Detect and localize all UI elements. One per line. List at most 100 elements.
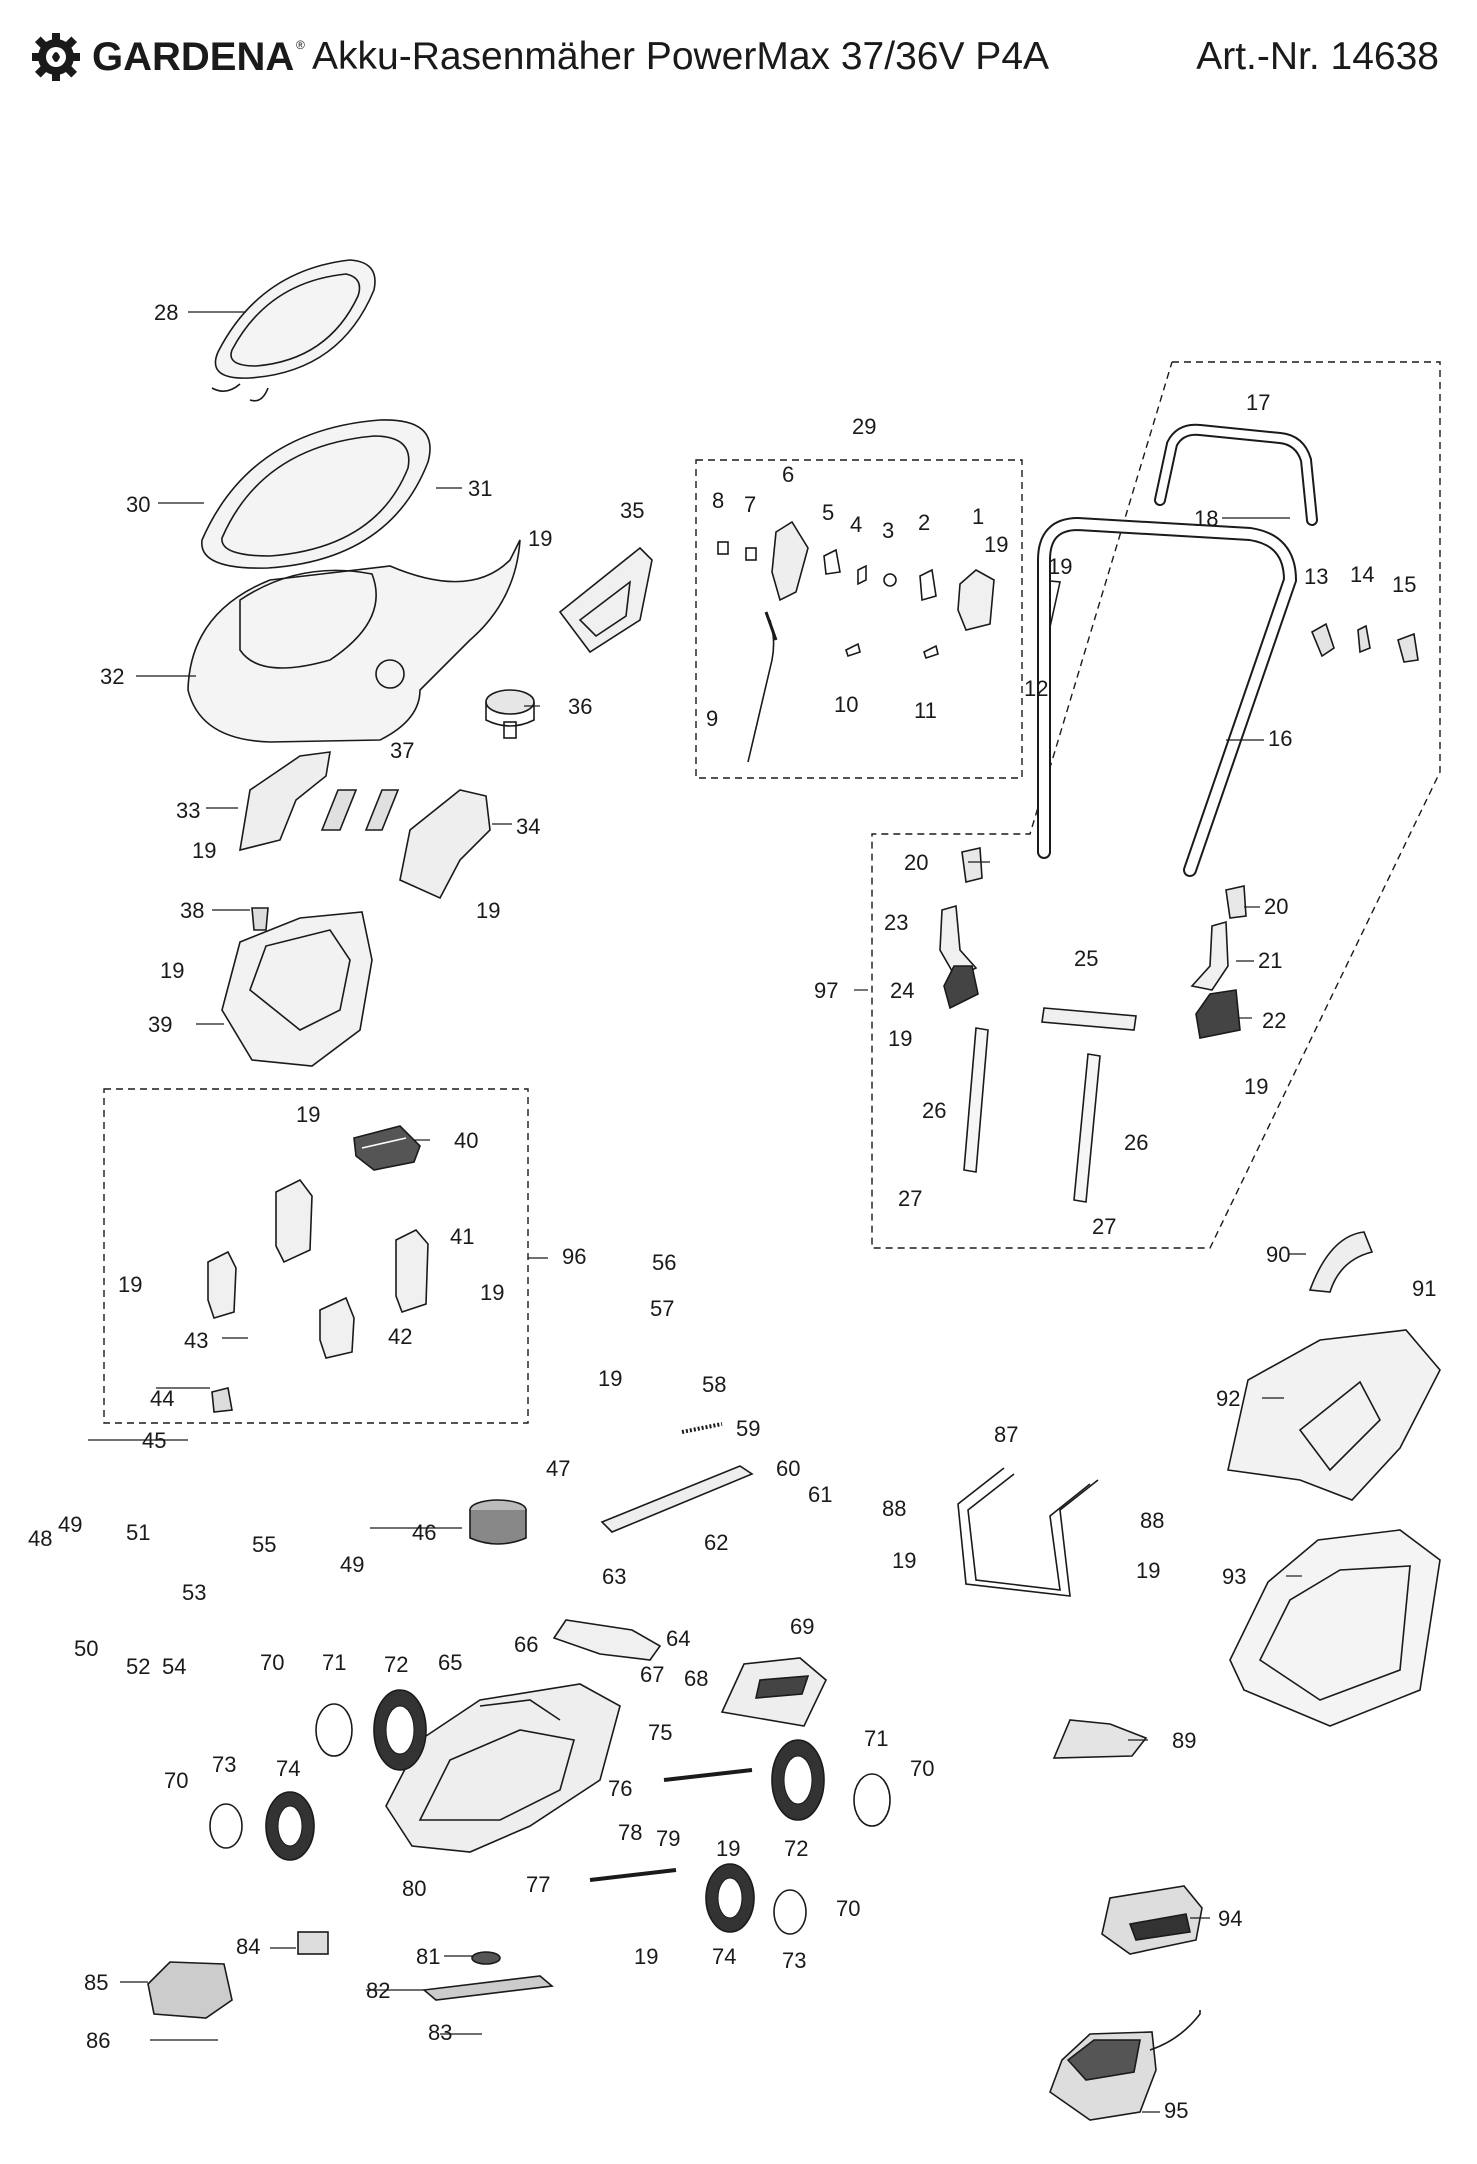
part-6-switch-housing — [771, 520, 809, 602]
label-part-15: 15 — [1392, 572, 1416, 597]
parts-75-77-axles — [589, 1768, 753, 1882]
assembly-group-frames — [103, 361, 1441, 1424]
label-part-72: 72 — [784, 1836, 808, 1861]
part-38-pin — [251, 907, 269, 931]
part-37-labels — [320, 789, 400, 831]
part-36-knob — [485, 689, 535, 739]
label-part-48: 48 — [28, 1526, 52, 1551]
part-1-lever-housing — [957, 569, 995, 631]
gardena-logo: GARDENA ® — [28, 30, 305, 84]
label-part-78: 78 — [618, 1820, 642, 1845]
label-part-19: 19 — [296, 1102, 320, 1127]
label-part-37: 37 — [390, 738, 414, 763]
part-93-grass-bag — [1229, 1529, 1441, 1727]
label-part-44: 44 — [150, 1386, 174, 1411]
part-39-battery-compartment — [221, 911, 373, 1067]
label-part-4: 4 — [850, 512, 862, 537]
part-40-switch-board — [353, 1125, 421, 1171]
part-94-battery — [1101, 1885, 1203, 1955]
label-part-45: 45 — [142, 1428, 166, 1453]
label-part-26: 26 — [922, 1098, 946, 1123]
label-part-42: 42 — [388, 1324, 412, 1349]
part-28-cover-lid — [211, 259, 376, 402]
gardena-gear-logo-icon — [32, 33, 80, 81]
label-part-75: 75 — [648, 1720, 672, 1745]
label-part-24: 24 — [890, 978, 914, 1003]
label-part-19: 19 — [1136, 1558, 1160, 1583]
label-part-19-extra: 19 — [634, 1944, 658, 1969]
label-part-30: 30 — [126, 492, 150, 517]
label-part-65: 65 — [438, 1650, 462, 1675]
label-part-85: 85 — [84, 1970, 108, 1995]
label-part-70: 70 — [164, 1768, 188, 1793]
registered-mark: ® — [296, 38, 305, 52]
parts-20-caps — [961, 847, 1247, 919]
label-part-36: 36 — [568, 694, 592, 719]
label-part-92: 92 — [1216, 1386, 1240, 1411]
part-74-wheel-rear-right — [705, 1863, 755, 1933]
label-part-35: 35 — [620, 498, 644, 523]
page-header: GARDENA ® Akku-Rasenmäher PowerMax 37/36… — [0, 0, 1477, 110]
label-part-7: 7 — [744, 492, 756, 517]
label-part-52: 52 — [126, 1654, 150, 1679]
label-part-81: 81 — [416, 1944, 440, 1969]
part-72-wheel-front-right — [771, 1739, 825, 1821]
part-84-block — [297, 1931, 329, 1955]
label-part-69: 69 — [790, 1614, 814, 1639]
part-small-items-group-29 — [717, 541, 939, 660]
label-part-70: 70 — [836, 1896, 860, 1921]
label-part-96: 96 — [562, 1244, 586, 1269]
label-part-49: 49 — [340, 1552, 364, 1577]
part-85-motor-cover — [147, 1961, 233, 2019]
label-part-29: 29 — [852, 414, 876, 439]
label-part-41: 41 — [450, 1224, 474, 1249]
label-part-2: 2 — [918, 510, 930, 535]
label-part-74: 74 — [276, 1756, 300, 1781]
label-part-88: 88 — [1140, 1508, 1164, 1533]
label-part-9: 9 — [706, 706, 718, 731]
label-part-72: 72 — [384, 1652, 408, 1677]
label-part-73: 73 — [212, 1752, 236, 1777]
label-part-70: 70 — [910, 1756, 934, 1781]
part-60-lever — [600, 1465, 754, 1533]
label-part-50: 50 — [74, 1636, 98, 1661]
label-part-71: 71 — [864, 1726, 888, 1751]
part-82-blade — [422, 1975, 554, 2001]
label-part-60: 60 — [776, 1456, 800, 1481]
label-part-79: 79 — [656, 1826, 680, 1851]
part-90-collector-handle — [1308, 1231, 1374, 1293]
label-part-54: 54 — [162, 1654, 186, 1679]
part-35-flap — [558, 546, 653, 654]
parts-13-14-15-clips — [1310, 622, 1419, 663]
label-part-57: 57 — [650, 1296, 674, 1321]
label-part-91: 91 — [1412, 1276, 1436, 1301]
label-part-64: 64 — [666, 1626, 690, 1651]
part-74-wheel-rear-left — [265, 1791, 315, 1861]
part-17-upper-handle — [1154, 423, 1318, 526]
part-95-charger — [1049, 2010, 1201, 2121]
part-72-wheel-front-left — [373, 1689, 427, 1771]
label-part-71: 71 — [322, 1650, 346, 1675]
label-part-28: 28 — [154, 300, 178, 325]
part-59-spring — [681, 1422, 723, 1434]
label-part-39: 39 — [148, 1012, 172, 1037]
wheels — [209, 1689, 891, 1935]
label-part-53: 53 — [182, 1580, 206, 1605]
label-part-82: 82 — [366, 1978, 390, 2003]
part-87-rear-bar — [957, 1467, 1099, 1597]
part-9-rod — [747, 611, 778, 763]
label-part-47: 47 — [546, 1456, 570, 1481]
label-part-3: 3 — [882, 518, 894, 543]
article-number: Art.-Nr. 14638 — [1196, 35, 1439, 78]
label-part-5: 5 — [822, 500, 834, 525]
label-part-86: 86 — [86, 2028, 110, 2053]
label-part-23: 23 — [884, 910, 908, 935]
label-part-20: 20 — [1264, 894, 1288, 919]
label-part-89: 89 — [1172, 1728, 1196, 1753]
label-part-27: 27 — [1092, 1214, 1116, 1239]
brand-name: GARDENA — [92, 35, 295, 79]
label-part-19: 19 — [476, 898, 500, 923]
label-part-19: 19 — [192, 838, 216, 863]
part-41-holder — [275, 1178, 429, 1314]
